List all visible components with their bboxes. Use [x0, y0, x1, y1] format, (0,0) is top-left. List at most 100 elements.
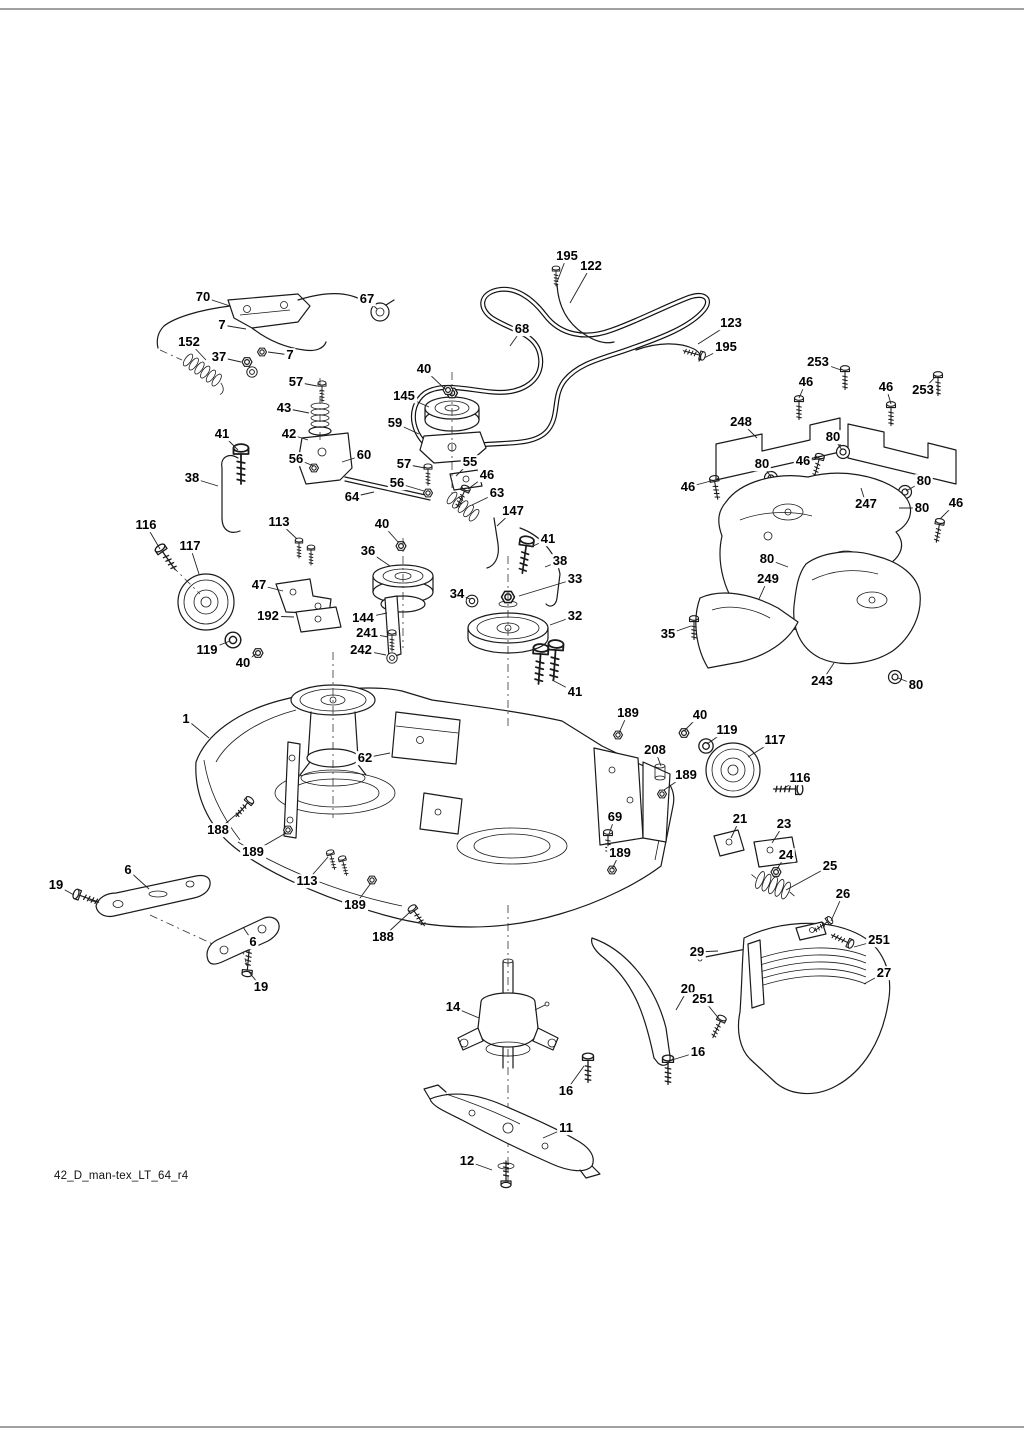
part-label-63: 63: [487, 485, 507, 501]
part-label-119: 119: [194, 642, 220, 658]
part-label-14: 14: [443, 999, 463, 1015]
part-label-47: 47: [249, 577, 269, 593]
part-label-46: 46: [946, 495, 966, 511]
idler-rods: [551, 265, 707, 362]
part-label-38: 38: [182, 470, 202, 486]
part-label-56: 56: [387, 475, 407, 491]
mower-deck-body: [195, 684, 675, 928]
part-label-37: 37: [209, 349, 229, 365]
part-label-43: 43: [274, 400, 294, 416]
part-label-80: 80: [752, 456, 772, 472]
part-label-116: 116: [787, 770, 813, 786]
part-label-7: 7: [284, 347, 296, 363]
part-label-249: 249: [755, 571, 781, 587]
part-label-241: 241: [354, 625, 380, 641]
part-label-113: 113: [266, 514, 292, 530]
part-label-57: 57: [286, 374, 306, 390]
part-label-19: 19: [251, 979, 271, 995]
part-label-35: 35: [658, 626, 678, 642]
part-label-64: 64: [342, 489, 362, 505]
blade-assembly: [423, 1084, 601, 1189]
part-label-119: 119: [714, 722, 740, 738]
part-label-189: 189: [240, 844, 266, 860]
part-label-46: 46: [796, 374, 816, 390]
part-label-34: 34: [447, 586, 467, 602]
part-label-1: 1: [180, 711, 192, 727]
support-brackets-left: [71, 874, 280, 978]
part-label-80: 80: [823, 429, 843, 445]
part-label-6: 6: [247, 934, 259, 950]
part-label-40: 40: [233, 655, 253, 671]
part-label-152: 152: [176, 334, 202, 350]
part-label-46: 46: [793, 453, 813, 469]
idler-pulley-assembly: [419, 387, 487, 491]
leader-line: [518, 578, 576, 597]
part-label-40: 40: [372, 516, 392, 532]
part-label-29: 29: [687, 944, 707, 960]
part-label-19: 19: [46, 877, 66, 893]
part-label-69: 69: [605, 809, 625, 825]
mandrel-assembly: [457, 958, 559, 1069]
part-label-116: 116: [133, 517, 159, 533]
brake-lever-assembly: [156, 293, 395, 395]
part-label-145: 145: [391, 388, 417, 404]
part-label-25: 25: [820, 858, 840, 874]
part-label-27: 27: [874, 965, 894, 981]
part-label-41: 41: [565, 684, 585, 700]
part-label-188: 188: [370, 929, 396, 945]
part-label-46: 46: [678, 479, 698, 495]
part-label-46: 46: [876, 379, 896, 395]
part-label-208: 208: [642, 742, 668, 758]
part-label-55: 55: [460, 454, 480, 470]
part-label-113: 113: [294, 873, 320, 889]
part-label-56: 56: [286, 451, 306, 467]
part-label-123: 123: [718, 315, 744, 331]
part-label-21: 21: [730, 811, 750, 827]
part-label-23: 23: [774, 816, 794, 832]
part-label-251: 251: [690, 991, 716, 1007]
part-label-117: 117: [762, 732, 788, 748]
gauge-wheel-right: [654, 728, 804, 799]
part-label-144: 144: [350, 610, 376, 626]
part-label-117: 117: [177, 538, 203, 554]
part-label-41: 41: [212, 426, 232, 442]
part-label-192: 192: [255, 608, 281, 624]
part-label-70: 70: [193, 289, 213, 305]
part-label-189: 189: [607, 845, 633, 861]
part-label-247: 247: [853, 496, 879, 512]
part-label-251: 251: [866, 932, 892, 948]
part-label-36: 36: [358, 543, 378, 559]
part-label-195: 195: [554, 248, 580, 264]
small-brackets: [275, 578, 402, 664]
part-label-62: 62: [355, 750, 375, 766]
part-label-195: 195: [713, 339, 739, 355]
gauge-wheel-left: [153, 541, 264, 658]
part-label-57: 57: [394, 456, 414, 472]
mandrel-cover-shells: [688, 472, 921, 669]
part-label-242: 242: [348, 642, 374, 658]
part-label-33: 33: [565, 571, 585, 587]
part-label-24: 24: [776, 847, 796, 863]
part-label-7: 7: [216, 317, 228, 333]
part-label-16: 16: [556, 1083, 576, 1099]
part-label-68: 68: [512, 321, 532, 337]
part-label-46: 46: [477, 467, 497, 483]
part-label-40: 40: [690, 707, 710, 723]
part-label-41: 41: [538, 531, 558, 547]
part-label-253: 253: [805, 354, 831, 370]
part-label-6: 6: [122, 862, 134, 878]
part-label-16: 16: [688, 1044, 708, 1060]
part-label-60: 60: [354, 447, 374, 463]
part-label-253: 253: [910, 382, 936, 398]
part-label-189: 189: [342, 897, 368, 913]
page-border: [0, 8, 1024, 1428]
part-label-80: 80: [757, 551, 777, 567]
part-label-80: 80: [914, 473, 934, 489]
part-label-243: 243: [809, 673, 835, 689]
lift-rods-and-screws: [221, 385, 565, 686]
part-label-42: 42: [279, 426, 299, 442]
part-label-11: 11: [557, 1120, 575, 1136]
